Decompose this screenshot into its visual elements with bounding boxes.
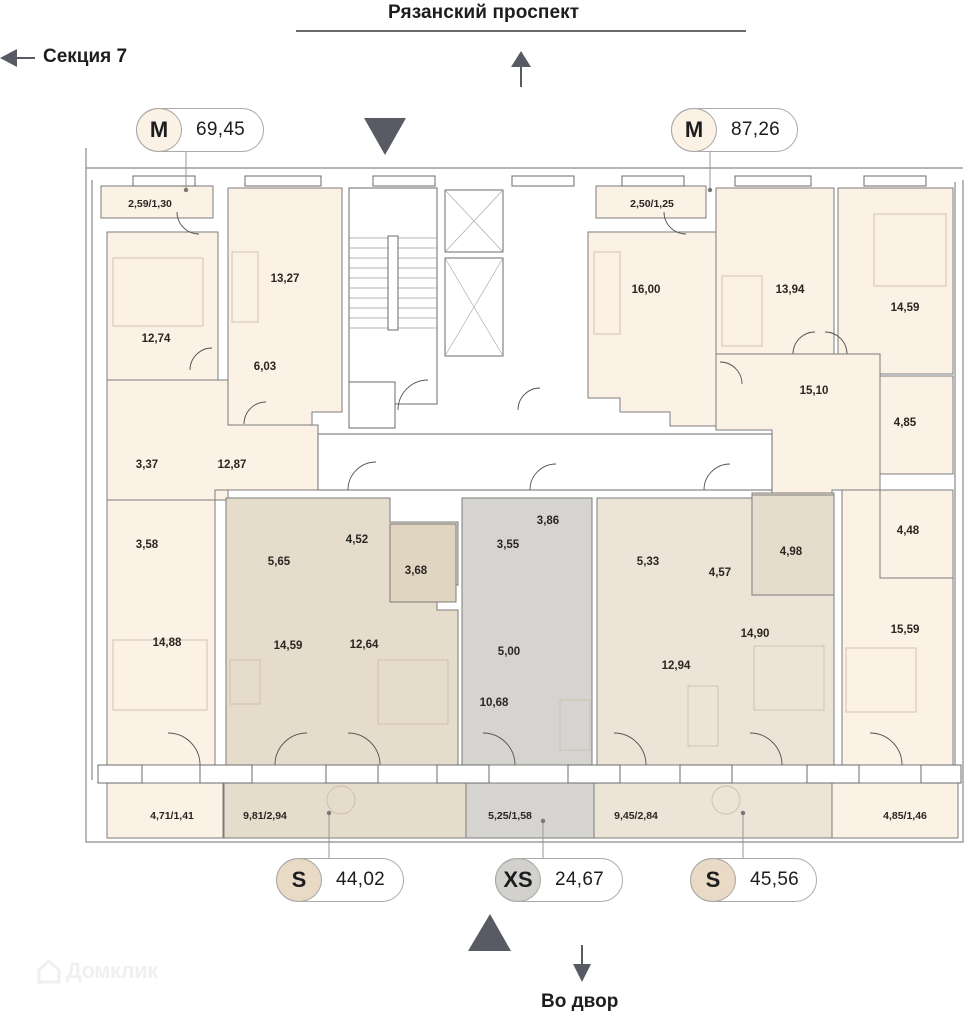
room-area-label: 15,59 [890,624,920,636]
room-area-label: 14,59 [890,302,920,314]
room-area-label: 9,81/2,94 [243,810,287,822]
room-area-label: 4,71/1,41 [150,810,194,822]
apartment-pill-right-m[interactable]: M 87,26 [671,108,798,152]
arrow-left-icon [0,49,35,67]
apartment-type-badge: S [690,858,736,902]
room-area-label: 4,85 [893,417,917,429]
entrance-marker-top-icon [364,118,406,155]
room-area-label: 12,94 [661,660,691,672]
room-area-label: 3,37 [135,459,159,471]
apartment-pill-s-right[interactable]: S 45,56 [690,858,817,902]
room-area-label: 3,86 [536,515,560,527]
apartment-total-area: 69,45 [196,119,246,140]
yard-label: Во двор [541,991,619,1012]
street-label: Рязанский проспект [388,2,580,23]
door-arcs [167,211,903,766]
leader-lines [185,152,744,858]
room-area-label: 4,98 [779,546,803,558]
room-area-label: 9,45/2,84 [614,810,658,822]
room-area-label: 3,58 [135,539,159,551]
building-outline [85,148,964,843]
arrow-down-icon [573,945,591,982]
room-area-label: 3,68 [404,565,428,577]
room-area-label: 12,74 [141,333,171,345]
furniture [112,213,947,815]
room-area-label: 2,59/1,30 [128,198,172,210]
section-7-link[interactable]: Секция 7 [43,46,128,67]
domclick-watermark: Домклик [36,958,158,984]
room-area-label: 12,87 [217,459,247,471]
room-area-label: 2,50/1,25 [630,198,674,210]
apartment-pill-left-m[interactable]: M 69,45 [136,108,264,152]
apartment-type-badge: M [136,108,182,152]
room-area-label: 5,33 [636,556,660,568]
room-area-label: 4,57 [708,567,732,579]
room-area-label: 14,90 [740,628,770,640]
apartment-type-badge: XS [495,858,541,902]
room-area-label: 4,52 [345,534,369,546]
apartment-total-area: 24,67 [555,869,605,890]
building-core [317,187,773,491]
room-area-label: 13,27 [270,273,300,285]
apartment-total-area: 44,02 [336,869,386,890]
apartment-left-m-shape [100,185,343,839]
apartment-pill-xs[interactable]: XS 24,67 [495,858,623,902]
room-area-label: 16,00 [631,284,661,296]
room-area-label: 5,65 [267,556,291,568]
room-area-label: 13,94 [775,284,805,296]
apartment-s-right-shape [593,492,835,839]
room-area-label: 5,25/1,58 [488,810,532,822]
room-area-label: 12,64 [349,639,379,651]
room-area-label: 14,88 [152,637,182,649]
apartment-type-badge: S [276,858,322,902]
room-area-label: 15,10 [799,385,829,397]
apartment-xs-shape [461,497,595,839]
room-area-label: 6,03 [253,361,277,373]
house-logo-icon [37,958,61,984]
arrow-up-icon [511,51,531,87]
room-area-label: 5,00 [497,646,521,658]
windows [97,175,962,784]
watermark-text: Домклик [66,958,158,983]
apartment-pill-s-left[interactable]: S 44,02 [276,858,404,902]
room-area-label: 3,55 [496,539,520,551]
room-area-label: 10,68 [479,697,509,709]
room-area-label: 4,48 [896,525,920,537]
apartment-type-badge: M [671,108,717,152]
apartment-total-area: 45,56 [750,869,800,890]
room-area-label: 4,85/1,46 [883,810,927,822]
apartment-s-left-shape [223,497,467,839]
apartment-total-area: 87,26 [731,119,781,140]
room-area-label: 14,59 [273,640,303,652]
entrance-marker-bottom-icon [468,914,511,951]
